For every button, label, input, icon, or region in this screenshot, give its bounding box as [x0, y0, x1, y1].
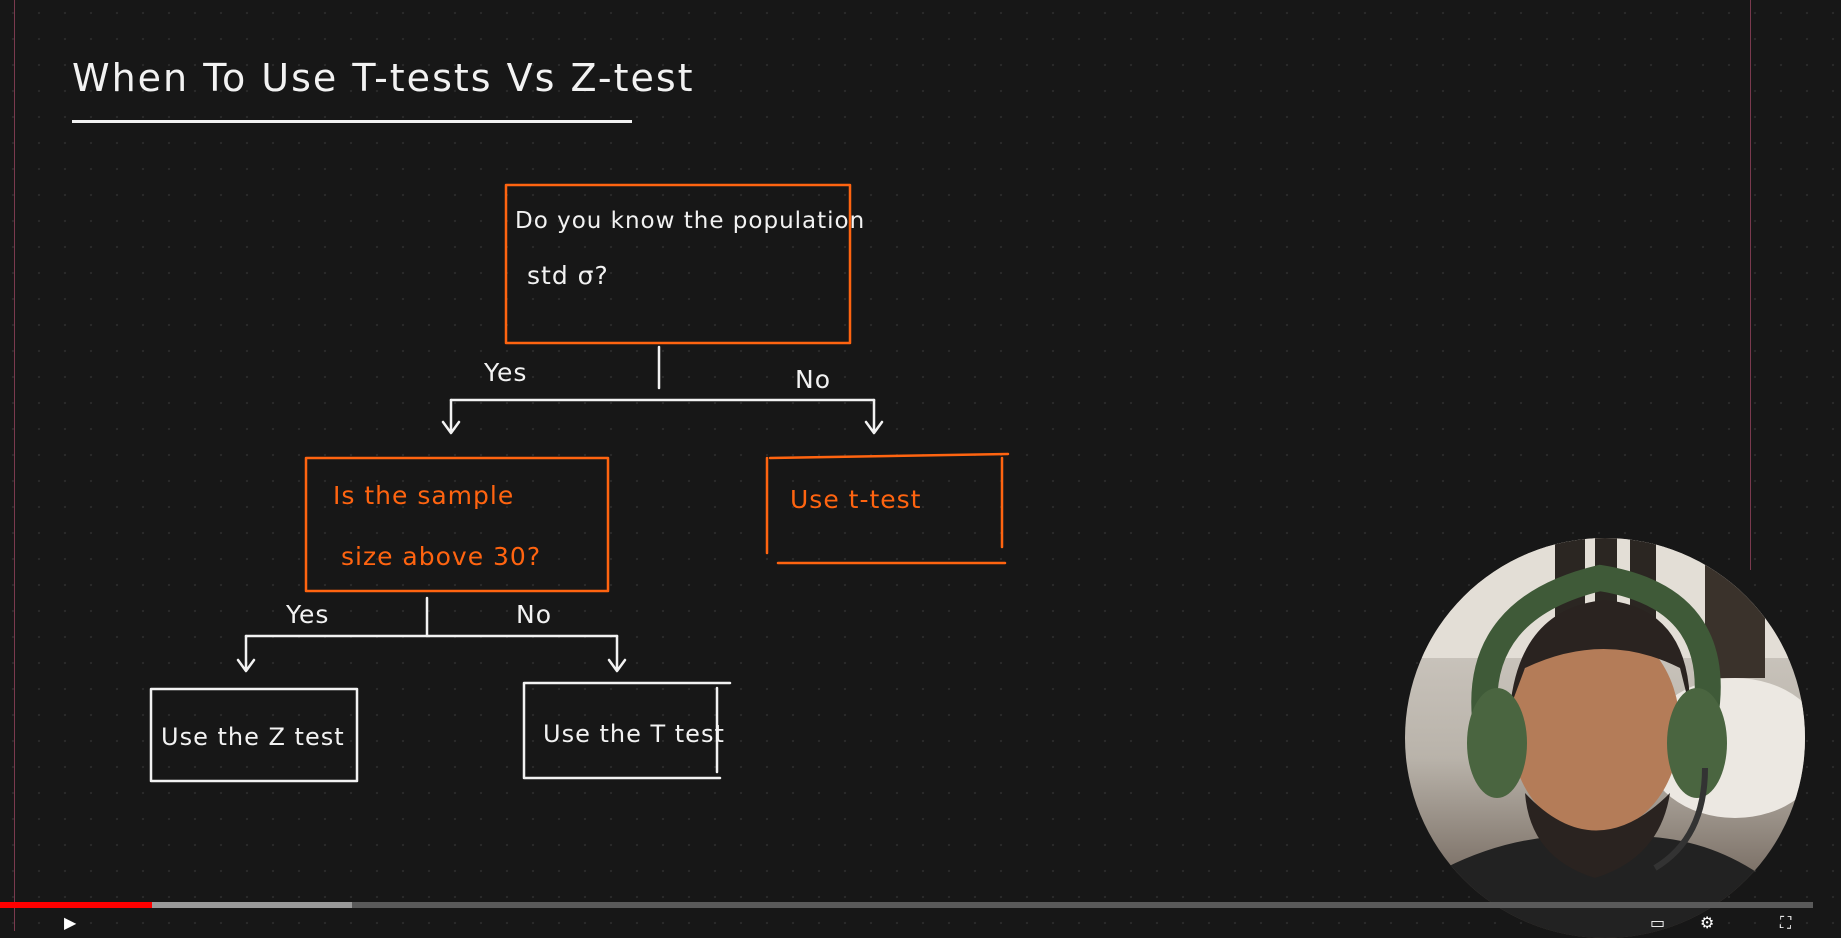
presenter-silhouette [1405, 538, 1805, 938]
yes-arrow-2 [236, 634, 256, 673]
page-left-border [14, 0, 15, 931]
use-z-test-box [149, 687, 359, 783]
subtitles-icon[interactable]: ▭ [1650, 913, 1666, 932]
settings-icon[interactable]: ⚙ [1700, 913, 1715, 932]
video-progress-bar[interactable] [0, 902, 1813, 908]
use-t-test-label-right: Use t-test [790, 485, 922, 514]
edge-label-yes-1: Yes [484, 358, 528, 387]
use-z-test-label: Use the Z test [161, 723, 345, 751]
sample-size-question-line-2: size above 30? [341, 542, 542, 571]
slide-title: When To Use T-tests Vs Z-test [72, 56, 695, 100]
no-arrow-2 [607, 634, 627, 673]
play-icon[interactable]: ▶ [64, 913, 77, 932]
root-question-line-1: Do you know the population [515, 208, 866, 234]
presenter-webcam [1405, 538, 1805, 938]
title-underline [72, 120, 632, 123]
sample-size-box [304, 456, 610, 593]
progress-played [0, 902, 153, 908]
page-right-border [1750, 0, 1751, 570]
use-t-test-box-right [765, 452, 1010, 565]
edge-label-no-2: No [516, 600, 552, 629]
edge-label-yes-2: Yes [286, 600, 330, 629]
edge-label-no-1: No [795, 365, 831, 394]
fullscreen-icon[interactable]: ⛶ [1780, 913, 1792, 932]
sample-size-question-line-1: Is the sample [333, 481, 515, 510]
player-controls: ▶ ▭ ⚙ ⛶ [0, 910, 1841, 932]
root-question-box [504, 183, 852, 345]
root-question-line-2: std σ? [527, 261, 609, 290]
progress-buffered [0, 902, 352, 908]
use-t-test-label-bottom: Use the T test [543, 720, 725, 748]
yes-arrow-1 [441, 398, 461, 435]
no-arrow-1 [864, 398, 884, 435]
use-t-test-box-bottom [522, 681, 732, 780]
